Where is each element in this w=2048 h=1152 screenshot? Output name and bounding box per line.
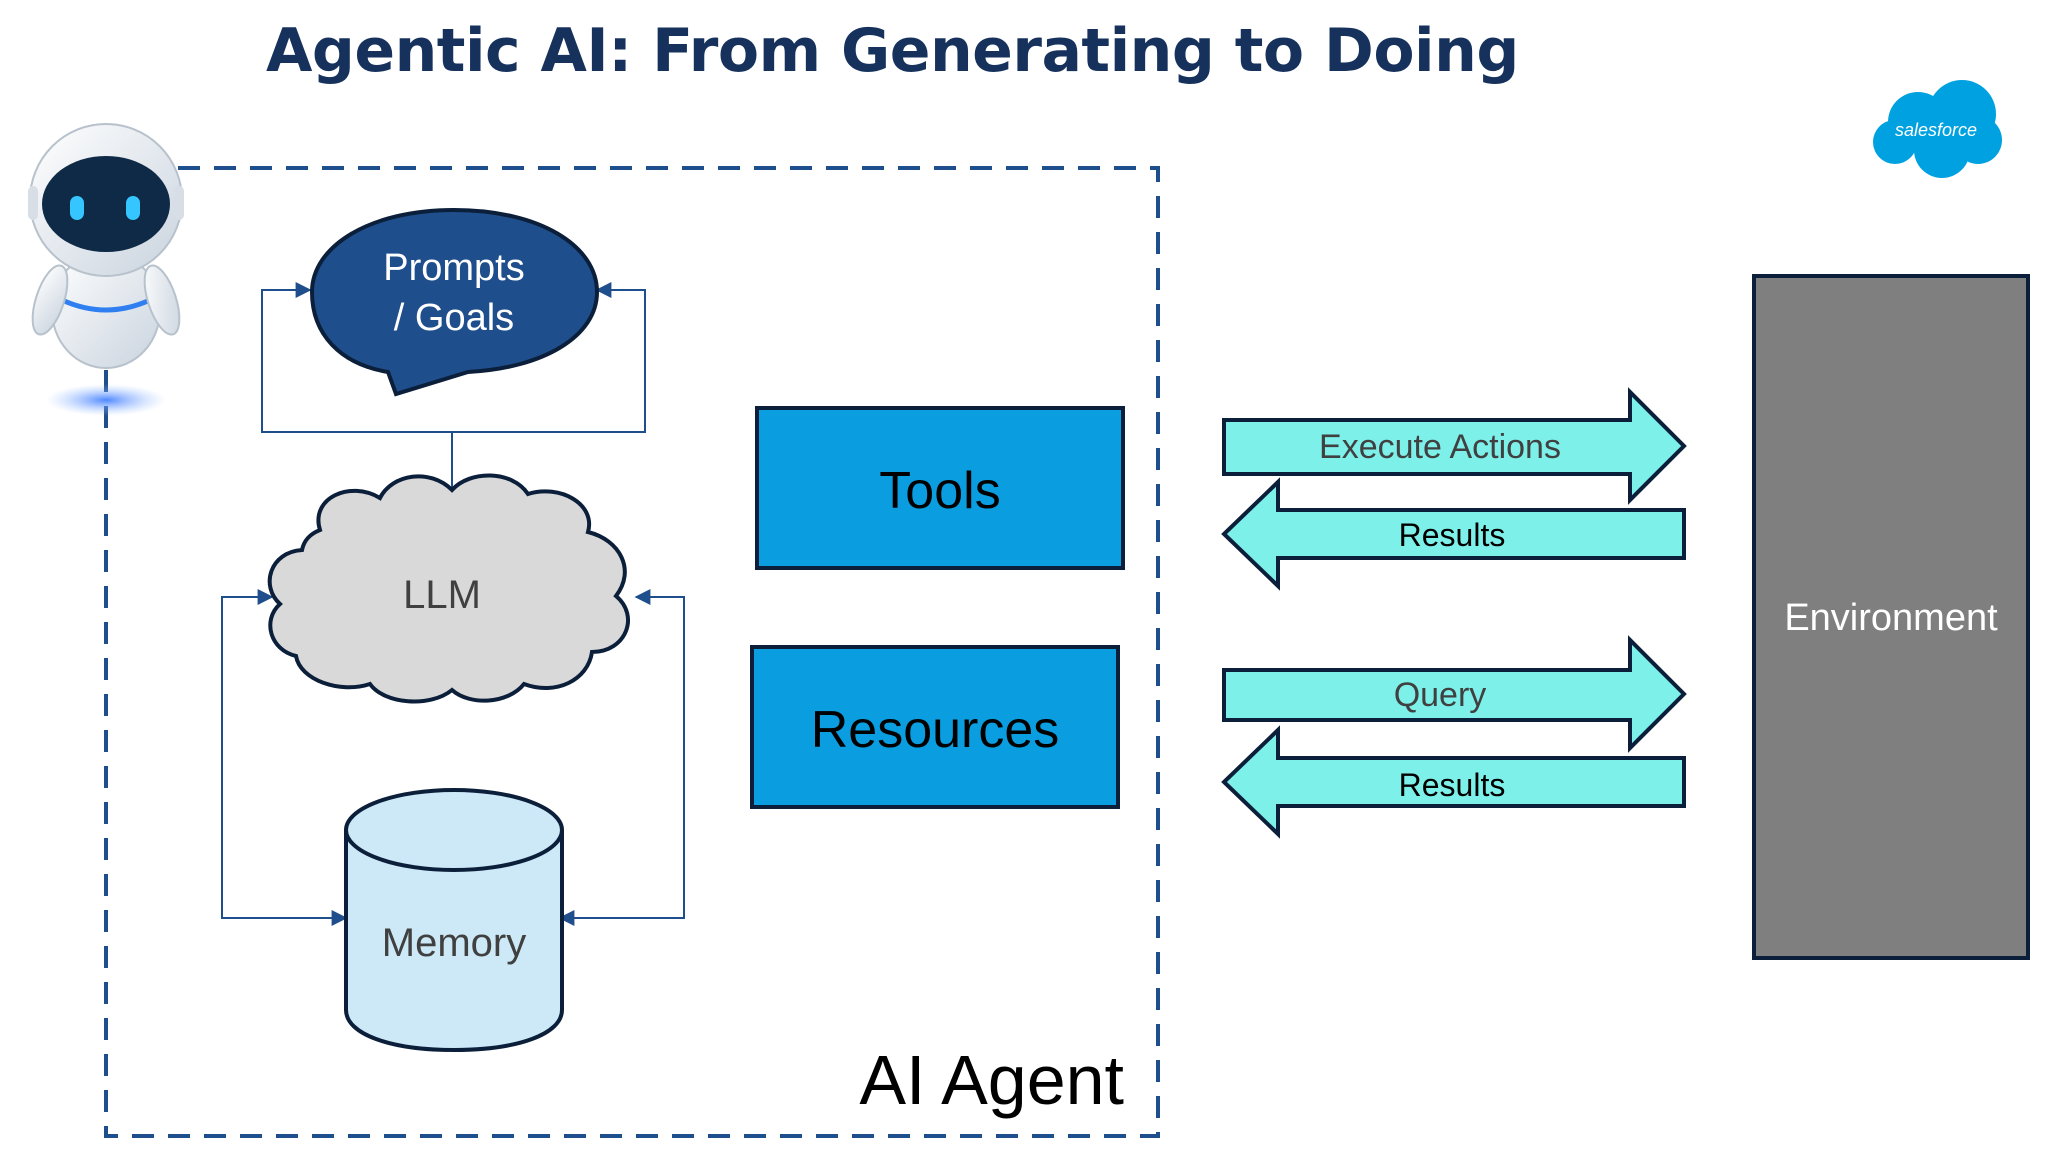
goals-label: / Goals — [394, 297, 514, 339]
llm-label: LLM — [403, 573, 481, 617]
prompts-label: Prompts — [383, 247, 524, 289]
prompts-goals-bubble: Prompts / Goals — [309, 207, 600, 397]
execute-actions-label: Execute Actions — [1319, 428, 1561, 466]
ai-agent-label: AI Agent — [859, 1041, 1124, 1119]
execute-actions-arrow: Execute Actions — [1222, 387, 1687, 505]
llm-cloud-icon: LLM — [267, 473, 630, 704]
slide-title: Agentic AI: From Generating to Doing — [266, 16, 1519, 86]
results-arrow-resources: Results — [1221, 725, 1686, 839]
environment-box: Environment — [1752, 274, 2030, 960]
ai-agent-boundary — [104, 166, 1160, 1138]
environment-label: Environment — [1784, 597, 1998, 639]
resources-box: Resources — [750, 645, 1120, 809]
robot-mascot-icon — [28, 123, 184, 416]
results-label-resources: Results — [1399, 767, 1506, 803]
tools-box: Tools — [755, 406, 1125, 570]
tools-label: Tools — [879, 462, 1000, 520]
query-arrow: Query — [1222, 635, 1687, 753]
salesforce-cloud-icon: salesforce — [1873, 80, 2002, 178]
memory-database-icon: Memory — [344, 788, 564, 1053]
results-arrow-tools: Results — [1221, 477, 1686, 591]
query-label: Query — [1394, 676, 1487, 714]
salesforce-logo-text: salesforce — [1895, 120, 1977, 140]
results-label-tools: Results — [1399, 517, 1506, 553]
resources-label: Resources — [811, 701, 1060, 759]
memory-label: Memory — [382, 921, 526, 965]
